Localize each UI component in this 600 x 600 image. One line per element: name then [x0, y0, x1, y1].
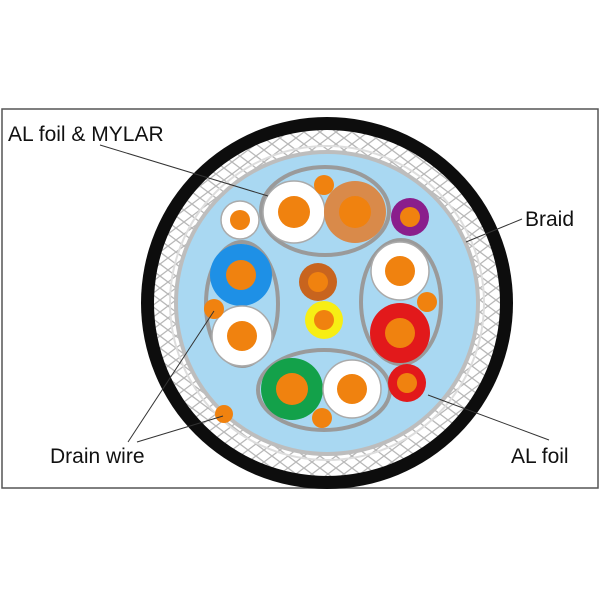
- wire-bottom-white: [322, 359, 382, 419]
- wire-single-purple: [391, 198, 429, 236]
- drain-wire-outer: [215, 405, 233, 423]
- label-braid: Braid: [525, 208, 574, 231]
- drain-wire-left: [204, 299, 224, 319]
- wire-center-brown: [299, 263, 337, 301]
- wire-single-red-lower-right: [388, 364, 426, 402]
- wire-bottom-green: [261, 358, 323, 420]
- pair-shield-top: [259, 165, 391, 257]
- drain-wire-right: [417, 292, 437, 312]
- wire-top-tan: [324, 181, 386, 243]
- wire-left-white: [211, 305, 273, 367]
- leader-braid: [465, 218, 523, 243]
- leader-al-foil: [427, 394, 550, 441]
- label-drain-wire: Drain wire: [50, 445, 145, 468]
- drain-wire-top: [314, 175, 334, 195]
- wire-center-yellow: [305, 301, 343, 339]
- leader-drain-wire-1: [127, 310, 215, 443]
- label-al-foil: AL foil: [511, 445, 569, 468]
- drain-wire-bottom: [312, 408, 332, 428]
- leader-drain-wire-2: [136, 415, 224, 443]
- label-al-foil-mylar: AL foil & MYLAR: [8, 123, 164, 146]
- wire-single-white-upper-left: [220, 200, 260, 240]
- wire-right-red: [370, 303, 430, 363]
- figure-frame: [1, 108, 599, 489]
- braid-inner-edge: [169, 145, 485, 461]
- leader-al-foil-mylar: [99, 144, 269, 197]
- wire-right-white: [370, 241, 430, 301]
- wire-left-blue: [210, 244, 272, 306]
- pair-shield-right: [359, 238, 443, 366]
